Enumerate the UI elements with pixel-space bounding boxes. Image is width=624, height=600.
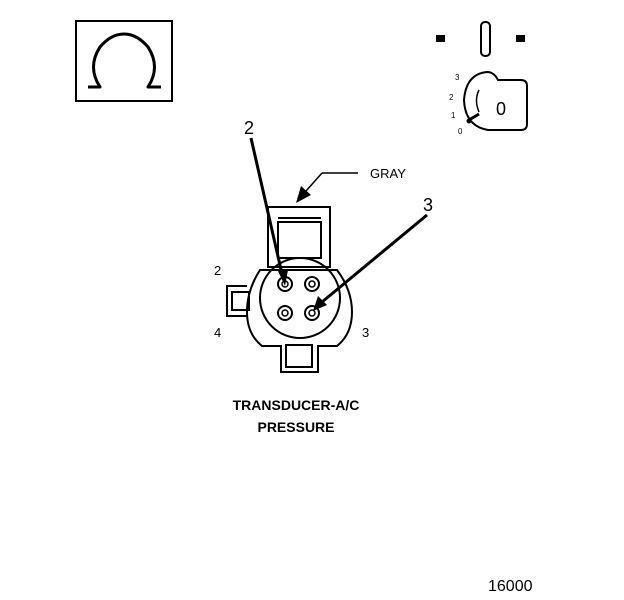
ohmmeter-icon: Ω: [75, 20, 173, 102]
component-title-line2: PRESSURE: [257, 419, 334, 435]
key-position-1: 1: [451, 111, 456, 120]
callout-number-3: 3: [423, 195, 433, 215]
key-position-2: 2: [449, 93, 454, 102]
probe-callout-2: 2: [244, 118, 288, 286]
key-position-3: 3: [455, 73, 460, 82]
ignition-switch-icon: 3 2 1 0 0: [436, 21, 528, 136]
key-label: 0: [496, 99, 506, 119]
cavity-label-2: 2: [214, 263, 221, 278]
cavity-label-3: 3: [362, 325, 369, 340]
probe-callout-3: 3: [313, 195, 433, 311]
key-position-0: 0: [458, 127, 463, 136]
wire-color-label: GRAY: [370, 166, 406, 181]
figure-number: 16000: [488, 578, 533, 595]
connector-icon: 2 4 3: [214, 206, 369, 373]
component-title-line1: TRANSDUCER-A/C: [233, 397, 360, 413]
gray-wire-pointer: GRAY: [296, 166, 406, 203]
cavity-label-4: 4: [214, 325, 221, 340]
callout-number-2: 2: [244, 118, 254, 138]
